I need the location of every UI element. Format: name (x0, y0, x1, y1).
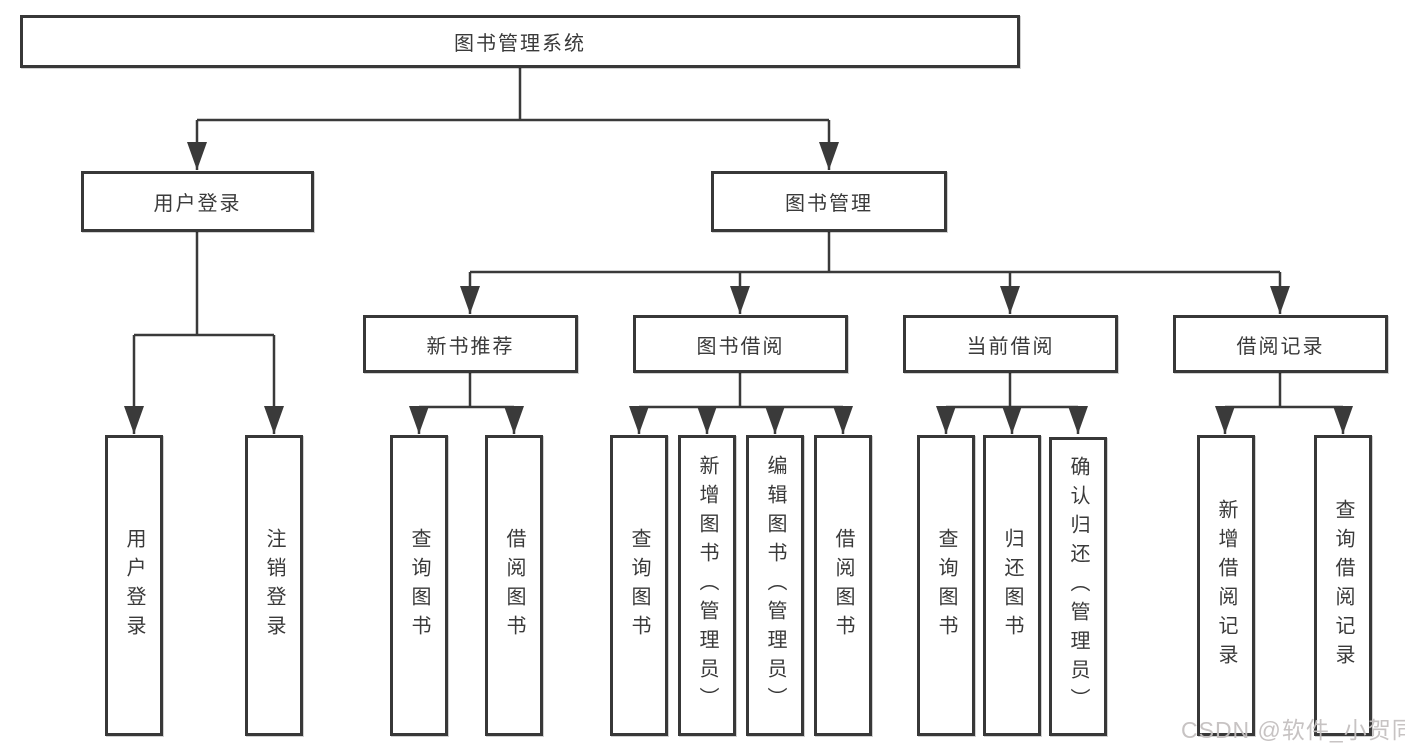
leaf-borrow-books-recommend: 借阅图书 (485, 435, 543, 736)
leaf-query-books-recommend: 查询图书 (390, 435, 448, 736)
node-user-login-label: 用户登录 (153, 193, 242, 215)
leaf-user-login: 用户登录 (105, 435, 163, 736)
node-book-borrowing-label: 图书借阅 (696, 335, 785, 358)
leaf-edit-book-admin: 编辑图书（管理员） (746, 435, 804, 736)
leaf-query-books-borrow-label: 查询图书 (628, 527, 650, 644)
leaf-borrow-books: 借阅图书 (814, 435, 872, 736)
node-library-system-label: 图书管理系统 (454, 33, 586, 55)
node-book-management: 图书管理 (711, 171, 947, 232)
leaf-query-books-current: 查询图书 (917, 435, 975, 736)
leaf-edit-book-admin-label: 编辑图书（管理员） (764, 455, 786, 716)
node-new-book-recommend: 新书推荐 (363, 315, 578, 373)
node-new-book-recommend-label: 新书推荐 (426, 335, 515, 358)
node-book-management-label: 图书管理 (785, 193, 873, 215)
leaf-logout: 注销登录 (245, 435, 303, 736)
leaf-confirm-return-admin-label: 确认归还（管理员） (1067, 456, 1089, 717)
leaf-add-borrow-record: 新增借阅记录 (1197, 435, 1255, 736)
node-user-login: 用户登录 (81, 171, 314, 232)
node-current-borrowing: 当前借阅 (903, 315, 1118, 373)
leaf-borrow-books-label: 借阅图书 (832, 527, 854, 644)
node-library-system: 图书管理系统 (20, 15, 1020, 68)
leaf-add-book-admin-label: 新增图书（管理员） (696, 455, 718, 716)
leaf-borrow-books-recommend-label: 借阅图书 (503, 527, 525, 644)
leaf-query-books-borrow: 查询图书 (610, 435, 668, 736)
node-current-borrowing-label: 当前借阅 (966, 335, 1055, 358)
leaf-add-borrow-record-label: 新增借阅记录 (1215, 498, 1237, 673)
watermark: CSDN @软件_小贺同学 (1181, 717, 1405, 743)
leaf-query-books-current-label: 查询图书 (935, 527, 957, 644)
leaf-query-borrow-record-label: 查询借阅记录 (1332, 498, 1354, 673)
leaf-query-books-recommend-label: 查询图书 (408, 527, 430, 644)
node-borrowing-records-label: 借阅记录 (1236, 335, 1325, 358)
leaf-return-books-label: 归还图书 (1001, 527, 1023, 644)
leaf-confirm-return-admin: 确认归还（管理员） (1049, 437, 1107, 736)
leaf-logout-label: 注销登录 (263, 527, 285, 644)
node-book-borrowing: 图书借阅 (633, 315, 848, 373)
leaf-add-book-admin: 新增图书（管理员） (678, 435, 736, 736)
leaf-query-borrow-record: 查询借阅记录 (1314, 435, 1372, 736)
leaf-return-books: 归还图书 (983, 435, 1041, 736)
node-borrowing-records: 借阅记录 (1173, 315, 1388, 373)
leaf-user-login-label: 用户登录 (123, 527, 145, 644)
